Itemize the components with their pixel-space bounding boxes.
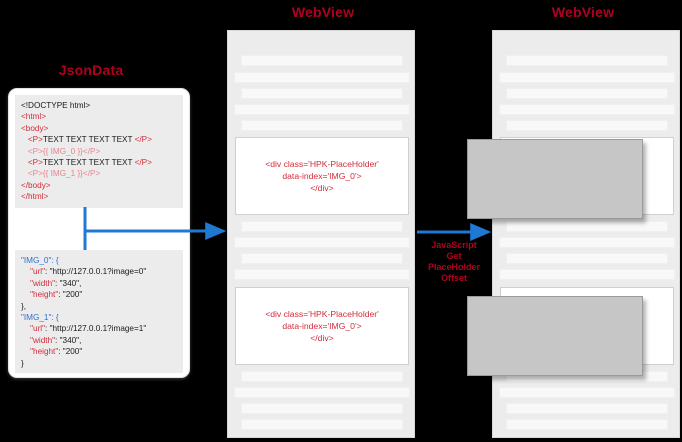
json-prop-width-1: "width" — [30, 335, 56, 345]
code-open-body: <body> — [21, 123, 49, 133]
json-data-title: JsonData — [58, 62, 124, 78]
text-line — [241, 403, 403, 414]
text-line — [241, 371, 403, 382]
json-key-img0: "IMG_0": { — [21, 256, 59, 265]
text-line — [241, 120, 403, 131]
text-line — [506, 253, 668, 264]
text-line — [506, 120, 668, 131]
json-value-width-0: "340", — [59, 278, 82, 288]
code-p-open-2: <P> — [27, 146, 43, 156]
json-key-img1: "IMG_1": { — [21, 313, 59, 323]
text-line — [499, 104, 675, 115]
json-close-1: } — [21, 358, 24, 368]
text-line — [499, 387, 675, 398]
text-line — [234, 104, 410, 115]
json-value-url-0: "http://127.0.0.1?image=0" — [49, 267, 147, 277]
text-line — [506, 403, 668, 414]
text-line — [241, 88, 403, 99]
json-prop-height-1: "height" — [30, 347, 59, 357]
text-line — [234, 72, 410, 83]
flow-label-javascript-get-placeholder-offset: JavaScript Get PlaceHolder Offset — [427, 240, 481, 283]
webview-right-title: WebView — [551, 4, 615, 20]
json-close-0: }, — [21, 301, 27, 311]
code-p-close-2: </P> — [82, 146, 101, 156]
json-payload-code-block: "IMG_0": { "url": "http://127.0.0.1?imag… — [15, 250, 183, 373]
text-line — [241, 419, 403, 430]
code-p-open-3: <P> — [27, 158, 43, 168]
code-p-open-4: <P> — [27, 169, 43, 179]
text-line — [234, 237, 410, 248]
code-p-close-1: </P> — [134, 135, 152, 145]
json-data-card: <!DOCTYPE html> <html> <body> <P>TEXT TE… — [8, 88, 190, 378]
text-line — [234, 269, 410, 280]
text-line — [506, 88, 668, 99]
placeholder-box-img0-second: <div class='HPK-PlaceHolder' data-index=… — [235, 287, 409, 365]
text-line — [506, 55, 668, 66]
json-prop-url-1: "url" — [30, 324, 46, 334]
text-line — [499, 269, 675, 280]
code-p-close-4: </P> — [82, 169, 101, 179]
json-prop-url-0: "url" — [30, 267, 46, 277]
text-line — [241, 253, 403, 264]
code-close-html: </html> — [21, 192, 49, 202]
webview-middle-title: WebView — [291, 4, 355, 20]
json-value-height-0: "200" — [62, 290, 83, 300]
webview-middle-frame: <div class='HPK-PlaceHolder' data-index=… — [227, 30, 415, 438]
code-open-html: <html> — [21, 112, 47, 122]
text-line — [499, 237, 675, 248]
code-doctype: <!DOCTYPE html> — [21, 101, 91, 110]
code-text-run-1: TEXT TEXT TEXT TEXT — [42, 135, 135, 145]
json-prop-height-0: "height" — [30, 290, 59, 300]
code-img0-binding: {{ IMG_0 }} — [42, 146, 83, 156]
json-prop-width-0: "width" — [30, 278, 56, 288]
text-line — [241, 55, 403, 66]
native-image-block-first — [467, 139, 643, 219]
text-line — [506, 419, 668, 430]
text-line — [241, 221, 403, 232]
placeholder-box-img0-first: <div class='HPK-PlaceHolder' data-index=… — [235, 137, 409, 215]
native-image-block-second — [467, 296, 643, 376]
code-text-run-2: TEXT TEXT TEXT TEXT — [42, 158, 135, 168]
text-line — [499, 72, 675, 83]
code-p-open-1: <P> — [27, 135, 43, 145]
code-p-close-3: </P> — [134, 158, 152, 168]
json-value-width-1: "340", — [59, 335, 82, 345]
text-line — [234, 387, 410, 398]
json-value-url-1: "http://127.0.0.1?image=1" — [49, 324, 147, 334]
code-img1-binding: {{ IMG_1 }} — [42, 169, 83, 179]
text-line — [506, 221, 668, 232]
html-template-code-block: <!DOCTYPE html> <html> <body> <P>TEXT TE… — [15, 95, 183, 208]
code-close-body: </body> — [21, 180, 51, 190]
json-value-height-1: "200" — [62, 347, 83, 357]
